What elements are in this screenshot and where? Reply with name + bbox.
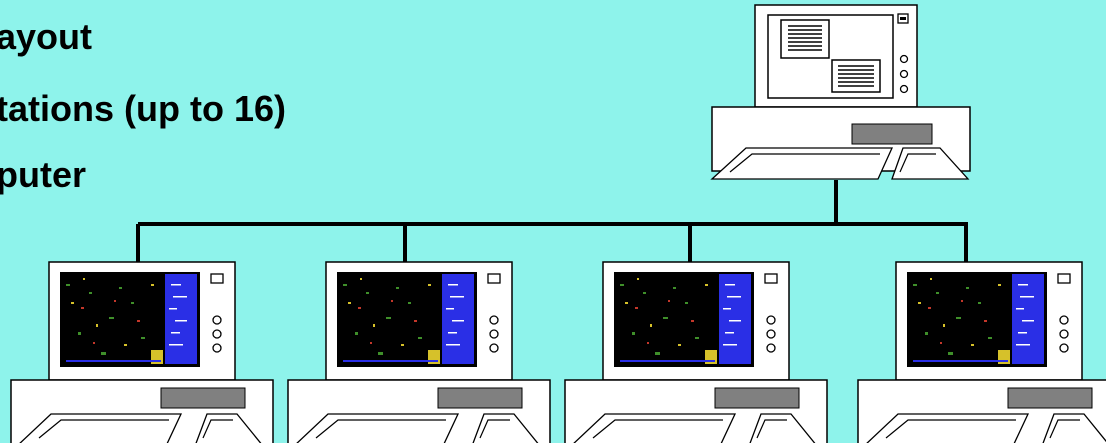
workstation-icon [287, 261, 551, 443]
host-computer-icon [710, 4, 971, 180]
slide-line-1: ayout [0, 16, 93, 57]
workstation-icon [857, 261, 1106, 443]
slide-line-2: tations (up to 16) [0, 88, 286, 129]
network-bus [136, 180, 968, 268]
workstation-icon [564, 261, 828, 443]
slide-line-3: puter [0, 154, 86, 195]
workstation-icon [10, 261, 274, 443]
